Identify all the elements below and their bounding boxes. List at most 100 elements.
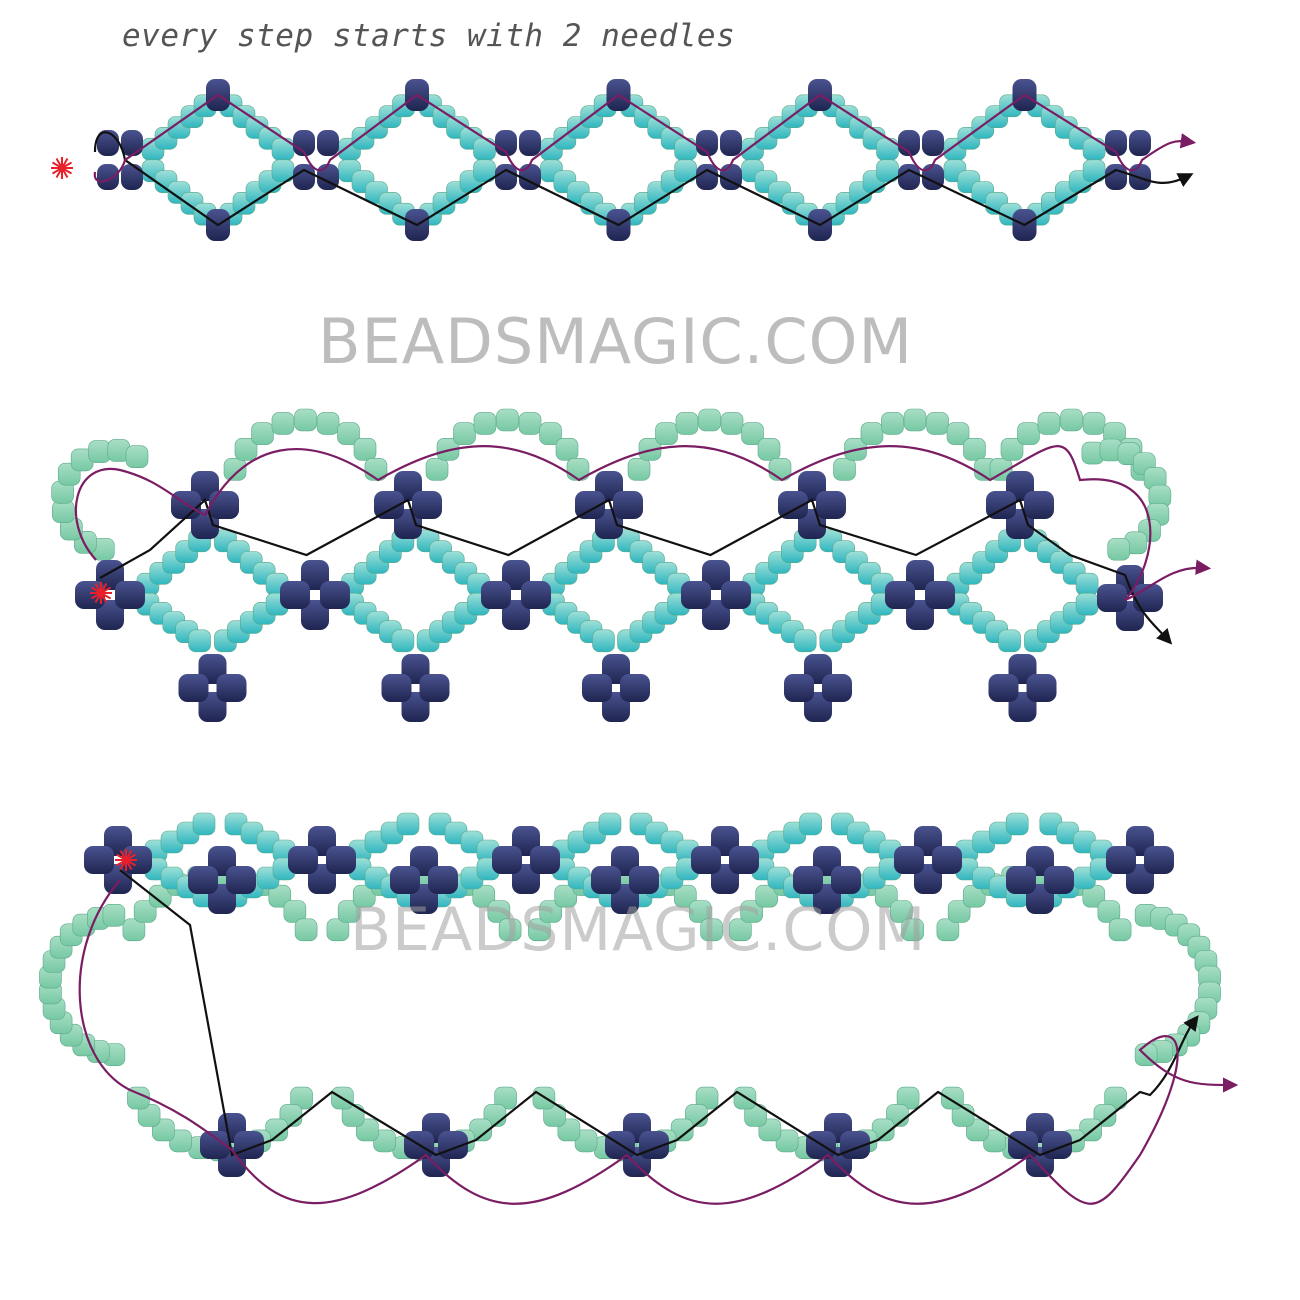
seed-bead [396,812,420,836]
seed-bead [901,918,924,942]
start-marker-icon [115,849,137,871]
large-bead [301,560,329,590]
seed-bead [52,500,75,523]
seed-bead [326,918,350,942]
seed-bead [1082,137,1106,161]
large-bead [1144,846,1174,874]
seed-bead [757,438,781,461]
large-bead [317,130,339,156]
seed-bead [487,900,511,923]
seed-bead [799,812,822,836]
seed-bead [903,408,927,432]
large-bead [495,164,517,190]
seed-bead [740,900,763,923]
large-bead [816,491,846,519]
seed-bead [689,900,712,923]
seed-bead [133,900,157,923]
seed-bead [833,458,856,481]
large-bead [519,130,541,156]
large-bead [932,846,962,874]
seed-bead [793,629,817,653]
seed-bead [148,884,172,908]
large-bead [906,560,934,590]
large-bead [778,491,808,519]
seed-bead [1000,438,1024,461]
seed-bead [1082,412,1106,435]
seed-bead [673,884,697,908]
seed-bead [498,918,522,942]
seed-bead [425,458,449,481]
seed-bead [472,884,496,908]
seed-bead [473,412,497,435]
large-bead [200,1131,230,1159]
large-bead [121,130,143,156]
seed-bead [729,918,752,942]
seed-bead [1108,918,1132,942]
large-bead [988,674,1019,702]
large-bead [898,164,920,190]
large-bead [1044,866,1074,894]
large-bead [121,164,143,190]
large-bead [1026,674,1057,702]
purple-thread-path [74,445,1212,602]
seed-bead [890,900,913,923]
large-bead [591,866,621,894]
seed-bead [283,900,307,923]
seed-bead [1097,900,1121,923]
large-bead [831,866,861,894]
seed-bead [271,412,295,435]
seed-bead [294,408,317,432]
black-thread-path [93,131,1194,227]
seed-bead [353,438,377,461]
large-bead [502,600,530,630]
large-bead [374,491,404,519]
large-bead [613,491,643,519]
large-bead [216,674,247,702]
watermark-bottom: BEADSMAGIC.COM [350,895,927,965]
seed-bead [337,422,360,445]
seed-bead [936,918,960,942]
seed-bead [251,422,274,445]
seed-bead [655,422,678,445]
seed-bead [539,422,562,445]
large-bead [986,491,1016,519]
seed-bead [188,629,211,653]
seed-bead [926,412,949,435]
large-bead [629,866,659,894]
seed-bead [391,629,415,653]
large-bead [521,581,551,609]
seed-bead [1005,812,1029,836]
seed-bead [1107,537,1130,561]
large-bead [696,164,718,190]
large-bead [691,846,721,874]
watermark-top: BEADSMAGIC.COM [318,305,913,378]
seed-bead [1037,412,1061,435]
seed-bead [337,900,361,923]
seed-bead [946,422,970,445]
large-bead [288,846,318,874]
large-bead [301,600,329,630]
large-bead [84,846,114,874]
large-bead [793,866,823,894]
large-bead [326,846,356,874]
seed-bead [268,884,292,908]
seed-bead [698,408,721,432]
seed-bead [881,412,904,435]
large-bead [492,846,522,874]
seed-bead [675,412,699,435]
large-bead [822,674,852,702]
black-thread-path [99,498,1173,645]
seed-bead [998,629,1021,653]
large-bead [188,866,218,894]
seed-bead [125,445,149,468]
seed-bead [741,422,764,445]
seed-bead [528,918,551,942]
large-bead [906,600,934,630]
large-bead [178,674,209,702]
seed-bead [1075,572,1099,596]
purple-thread-path [78,879,1239,1205]
large-bead [1106,846,1136,874]
seed-bead [271,137,295,161]
large-bead [419,674,450,702]
